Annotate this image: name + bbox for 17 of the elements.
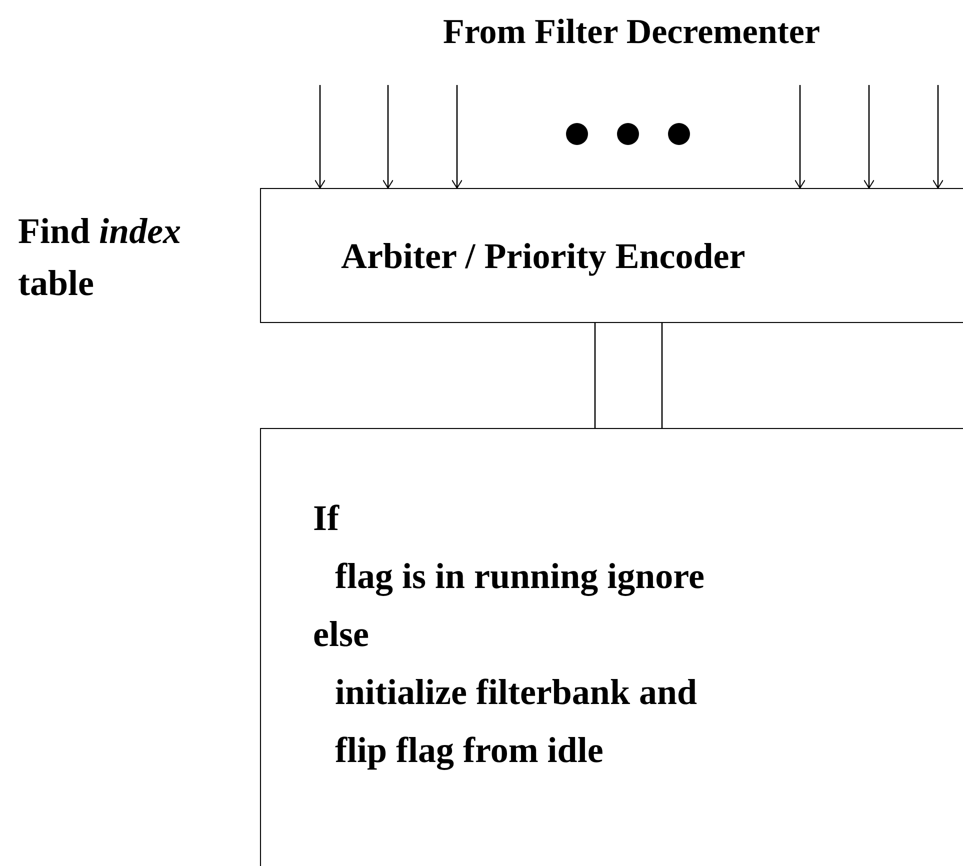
pseudocode-line: else — [313, 613, 369, 656]
arrow — [932, 85, 944, 188]
pseudocode-line: flip flag from idle — [335, 729, 604, 772]
encoder-box — [260, 188, 963, 323]
title: From Filter Decrementer — [442, 14, 822, 49]
arrow — [794, 85, 806, 188]
arrow — [452, 85, 462, 188]
arrow — [314, 85, 326, 188]
arrow — [382, 85, 394, 188]
bus-connector — [594, 322, 663, 429]
pseudocode-line: initialize filterbank and — [335, 671, 698, 714]
logic-box — [260, 428, 963, 866]
pseudocode-line: If — [313, 497, 339, 540]
arrow — [864, 85, 874, 188]
box-title: Arbiter / Priority Encoder — [341, 234, 746, 278]
side-label: Find index table — [18, 210, 182, 305]
pseudocode-line: flag is in running ignore — [335, 555, 704, 598]
